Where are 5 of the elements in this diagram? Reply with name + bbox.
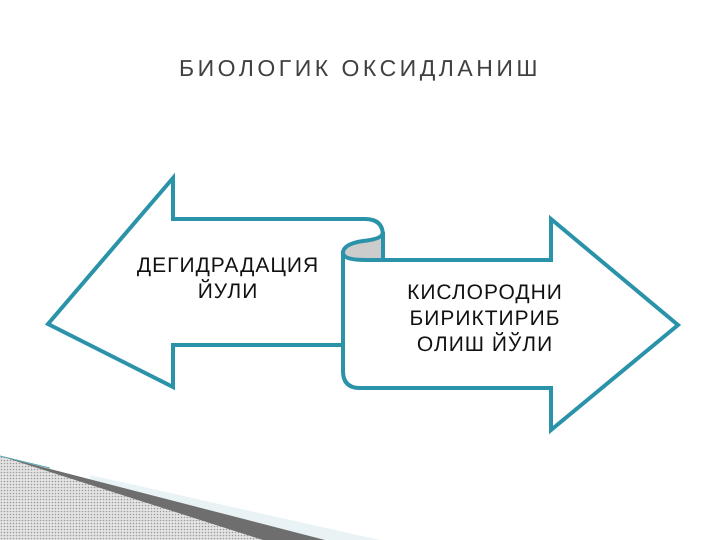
arrow-label: ДЕГИДРАДАЦИЯ ЙУЛИ — [136, 253, 320, 305]
diagram-title: БИОЛОГИК ОКСИДЛАНИШ — [179, 55, 541, 82]
left-arrow-shape — [44, 174, 387, 392]
right-arrow-shape — [339, 215, 683, 434]
arrow-label: КИСЛОРОДНИ БИРИКТИРИБ ОЛИШ ЙЎЛИ — [406, 280, 564, 358]
